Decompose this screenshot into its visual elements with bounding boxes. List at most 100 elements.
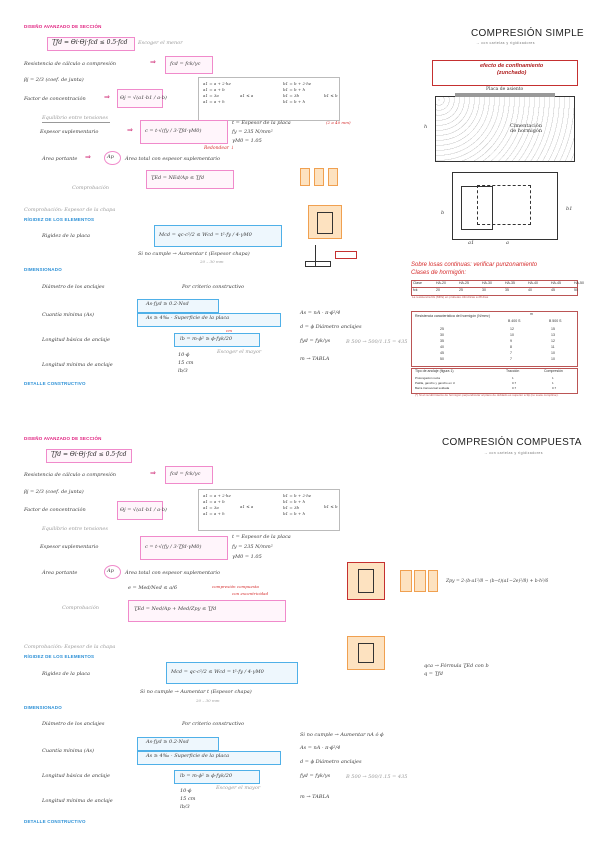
class-header-cell: HA-40 xyxy=(528,281,538,285)
class-value-cell: 25 xyxy=(459,288,463,292)
anchor-length-label: Longitud básica de anclaje xyxy=(42,337,110,343)
resist-formula: fcd = fck/γc xyxy=(170,61,201,67)
area-label-2: Área portante xyxy=(42,570,78,576)
force-diagram xyxy=(305,245,365,273)
conc-formula-box-2 xyxy=(117,501,163,520)
class-value-cell: fck xyxy=(413,288,418,292)
class-value-cell: 40 xyxy=(528,288,532,292)
detail-label: DETALLE CONSTRUCTIVO xyxy=(24,381,86,386)
eq-a: a1 ≤ a xyxy=(240,93,254,98)
m-table-cell: 8 xyxy=(510,345,512,349)
position-table-cell: 0.7 xyxy=(552,386,557,390)
vars-b: b1 = b + 2·he b1 = b + h b1 = 3b b1 = b … xyxy=(283,81,312,104)
rigidity-label-2: Rigidez de la placa xyxy=(42,671,91,677)
thickness-formula: c = t·√(fy / 3·Ʈfd·γM0) xyxy=(145,128,202,134)
section-label-design: DISEÑO AVANZADO DE SECCIÓN xyxy=(24,24,102,29)
comp2-formula: ƮEd = Ned/Ap + Med/Zpy ≤ Ʈfd xyxy=(134,606,217,612)
anchor-min-length-values: 10·ϕ 15 cm lb/3 xyxy=(178,352,194,374)
anchor-length-formula: lb = m·ϕ² ≥ ϕ·fyk/20 xyxy=(180,336,233,342)
pos-header: Tipo de anclaje (figura 1) xyxy=(415,369,454,373)
anchor-length-note: Escoger el mayor xyxy=(217,349,262,355)
position-table xyxy=(411,368,578,394)
flex-note-2: con excentricidad xyxy=(232,591,269,596)
tension-header: Tracción xyxy=(506,369,520,373)
flex-formula: e = Med/Ned ≤ a/6 xyxy=(128,585,178,591)
compound-column-diagram xyxy=(347,562,385,600)
class-header-cell: HA-35 xyxy=(505,281,515,285)
rigidity-formula-2: Mcd = qc·c²/2 ≤ Wcd = t²·fy / 4·γM0 xyxy=(171,669,264,675)
class-header-cell: HA-30 xyxy=(482,281,492,285)
class-header-cell: Clase xyxy=(413,281,422,285)
anchor-min-length-label: Longitud mínima de anclaje xyxy=(42,362,113,368)
m-table xyxy=(411,311,578,367)
as-formula-2: As = nA · π·ϕ²/4 xyxy=(300,745,341,751)
fyd-formula-2: fyd = fyk/γs xyxy=(300,773,331,779)
position-table-cell: 1 xyxy=(552,381,554,385)
area-symbol-circle xyxy=(104,151,121,165)
concrete-block xyxy=(435,96,575,162)
main-formula: Ʈfd = Ɵi·Ɵj·fcd ≤ 0.5·fcd xyxy=(52,39,128,46)
anchor-length-formula-2: lb = m·ϕ² ≥ ϕ·fyk/20 xyxy=(180,773,233,779)
fyd-formula: fyd = fyk/γs xyxy=(300,338,331,344)
rigidity-range: 20 – 30 mm xyxy=(200,259,224,264)
m-table-cell: 10 xyxy=(510,333,514,337)
anchor-diameter-label: Diámetro de los anclajes xyxy=(42,284,105,290)
simple-subtitle: → con cartelas y rigidizadores xyxy=(476,41,535,45)
confinement-title: efecto de confinamiento (zunchado) xyxy=(480,63,544,76)
m-table-cell: 35 xyxy=(440,339,444,343)
detail-label-2: DETALLE CONSTRUCTIVO xyxy=(24,819,86,824)
conc-formula-2: Ɵj = √(a1·b1 / a·b) xyxy=(120,507,167,513)
thickness-label-2: Espesor suplementario xyxy=(40,544,99,550)
thickness-formula-2: c = t·√(fy / 3·Ʈfd·γM0) xyxy=(145,544,202,550)
anchor-length-box-2 xyxy=(174,770,260,784)
class-header-cell: HA-50 xyxy=(574,281,584,285)
m-table-cell: 15 xyxy=(551,327,555,331)
m-table-header: Resistencia característica del hormigón … xyxy=(415,314,490,318)
eq-b: b1 ≤ b xyxy=(324,93,338,98)
q-text: qca → Fórmula ƮEd con b xyxy=(424,663,489,669)
m-formula: m → TABLA xyxy=(300,356,330,362)
position-table-cell: Barra transversal soldada xyxy=(415,386,450,390)
conc-formula-box xyxy=(117,89,163,108)
m-table-cell: 25 xyxy=(440,327,444,331)
anchor-plate-diagram xyxy=(300,165,350,195)
area-symbol-circle-2 xyxy=(104,565,121,579)
vars-a: a1 = a + 2·he a1 = a + b a1 = 3a a1 = a … xyxy=(203,81,231,104)
anchor-length-note-2: Escoger el mayor xyxy=(216,785,261,791)
m-header: m xyxy=(530,312,533,316)
position-table-cell: 1 xyxy=(512,376,514,380)
dim-a1-label: a1 xyxy=(468,240,475,246)
anchor-f1-2: As·fyd ≥ 0.2·Nsd xyxy=(146,739,189,745)
punching-title: Sobre losas continuas: verificar punzona… xyxy=(411,262,538,268)
anchor-f1-box xyxy=(137,299,219,313)
compression-formula: ƮEd = NEd/Ap ≤ Ʈfd xyxy=(151,175,205,181)
dim-b1-label: b1 xyxy=(566,206,573,212)
plate-label: Placa de asiento xyxy=(486,87,524,92)
compression-header: Compresión xyxy=(544,369,563,373)
thickness-note-2: fy = 235 N/mm² xyxy=(232,129,273,135)
class-value-cell: 30 xyxy=(482,288,486,292)
b500-header: B 500 S xyxy=(549,319,562,323)
b400-header: B 400 S xyxy=(508,319,521,323)
m-table-cell: 9 xyxy=(510,339,512,343)
anchor-f2-2: As ≥ 4‰ · Superficie de la placa xyxy=(146,753,230,759)
conc-label-2: Factor de concentración xyxy=(24,507,86,513)
confinement-box xyxy=(432,60,578,86)
check-label-2: Comprobación xyxy=(62,605,99,611)
plate-check-label: Comprobación: Espesor de la chapa xyxy=(24,207,116,213)
vars-b-2: b1 = b + 2·he b1 = b + h b1 = 3b b1 = b … xyxy=(283,493,312,516)
position-table-cell: 1 xyxy=(552,376,554,380)
resist-label: Resistencia de cálculo a compresión xyxy=(24,61,117,67)
anchor-min-label-2: Cuantía mínima (As) xyxy=(42,748,94,754)
compound-rigid-diagram xyxy=(347,636,385,670)
area-symbol: Ap xyxy=(107,154,114,160)
d-formula: d = ϕ Diámetro anclajes xyxy=(300,324,362,330)
plan-plate xyxy=(461,186,493,230)
compression-formula-box xyxy=(146,170,234,189)
arrow-icon: ⇒ xyxy=(104,94,110,101)
rigidity-formula-box-2 xyxy=(166,662,298,684)
vars-box xyxy=(198,77,340,121)
resist-formula-box xyxy=(165,56,213,74)
resist-label-2: Resistencia de cálculo a compresión xyxy=(24,472,117,478)
class-value-cell: 20 xyxy=(436,288,440,292)
